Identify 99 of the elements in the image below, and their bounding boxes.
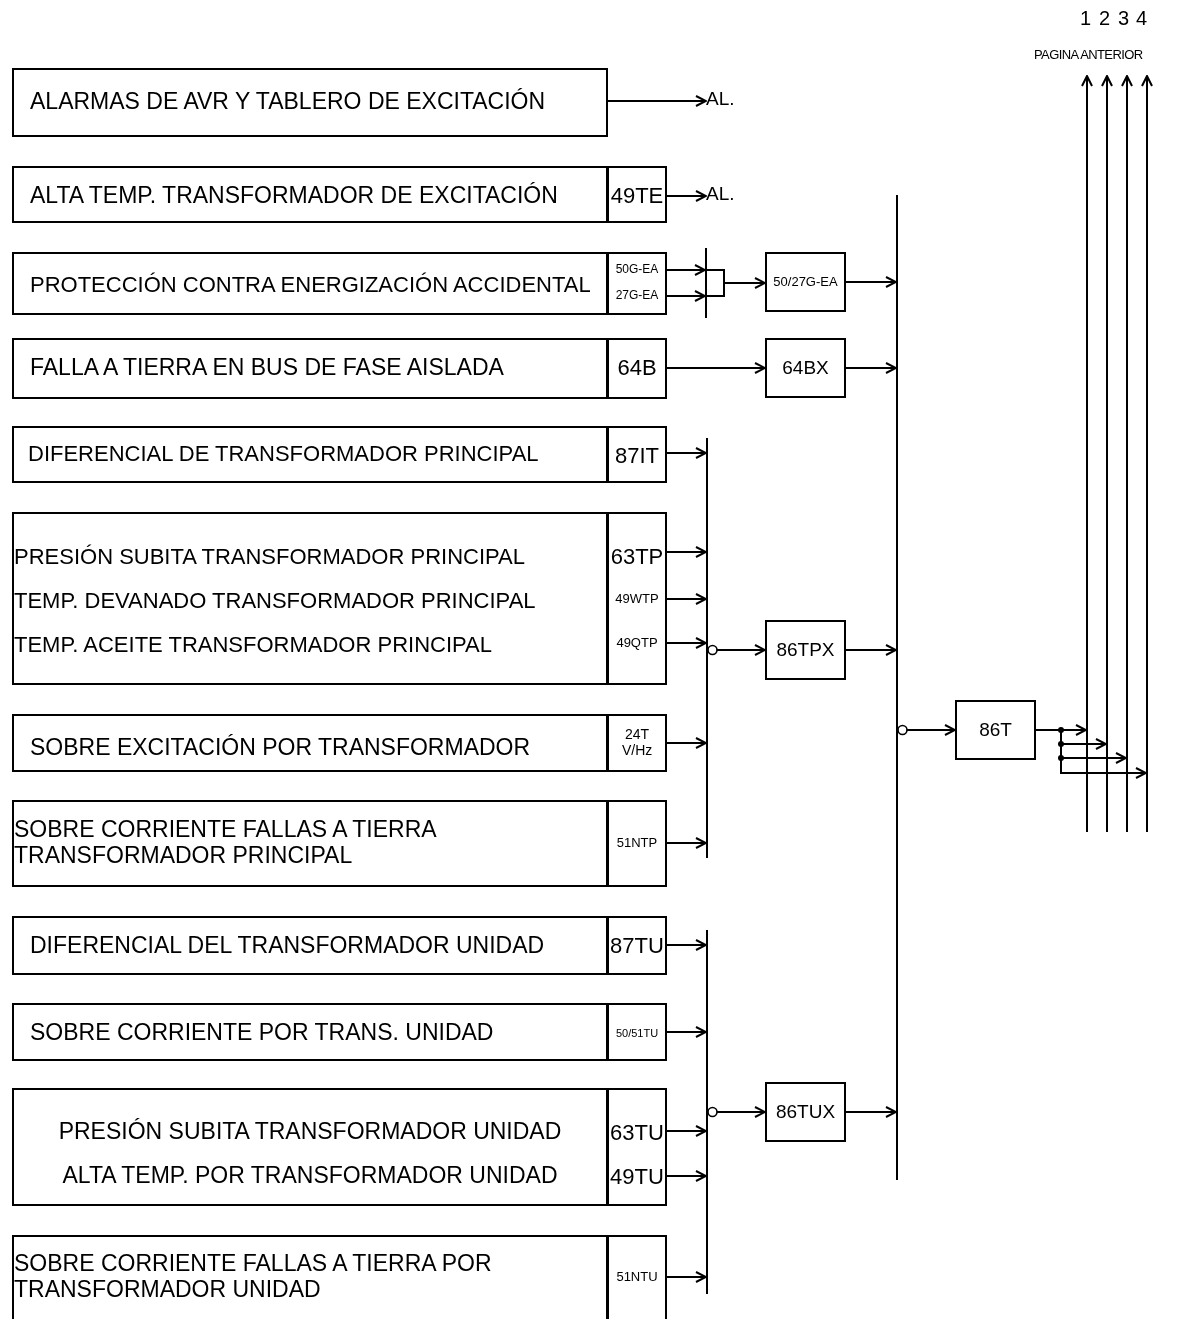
page-number: 3	[1118, 8, 1130, 28]
arrow	[666, 1125, 707, 1137]
protection-box	[12, 68, 608, 137]
arrow	[666, 593, 707, 605]
page-number: 1	[1080, 8, 1092, 28]
arrow	[666, 1170, 707, 1182]
arrow	[666, 837, 707, 849]
protection-box	[12, 1235, 608, 1319]
device-code: 51NTP	[615, 835, 659, 851]
device-code: 64B	[616, 355, 658, 381]
arrow	[666, 264, 706, 276]
relay-box	[765, 620, 846, 680]
device-code: 64BX	[781, 357, 830, 379]
page-number: 2	[1099, 8, 1111, 28]
device-code-box	[607, 1088, 667, 1206]
label-text: PROTECCIÓN CONTRA ENERGIZACIÓN ACCIDENTAL	[29, 272, 592, 298]
arrow	[666, 290, 706, 302]
label-text: ALARMAS DE AVR Y TABLERO DE EXCITACIÓN	[29, 89, 547, 115]
device-code-box	[607, 426, 667, 483]
protection-box	[12, 338, 608, 399]
arrow	[666, 362, 766, 374]
device-code: 50/27G-EA	[772, 274, 839, 290]
arrow	[666, 939, 707, 951]
device-code: 87IT	[614, 443, 660, 469]
device-code-box	[607, 338, 667, 399]
device-code: 51NTU	[615, 1269, 659, 1285]
device-code: 63TP	[609, 544, 665, 570]
label-text: ALTA TEMP. TRANSFORMADOR DE EXCITACIÓN	[29, 183, 559, 209]
label-text: SOBRE CORRIENTE POR TRANS. UNIDAD	[29, 1020, 495, 1046]
arrow	[845, 644, 897, 656]
label-text: PRESIÓN SUBITA TRANSFORMADOR PRINCIPAL	[14, 544, 526, 570]
label-text: PAGINA ANTERIOR	[1034, 47, 1144, 63]
arrow	[666, 546, 707, 558]
device-code: 50G-EA	[614, 263, 660, 277]
protection-box	[12, 714, 608, 772]
device-code: 24T V/Hz	[621, 727, 654, 759]
arrow	[1081, 75, 1093, 119]
device-code: 63TU	[609, 1120, 665, 1146]
relay-box	[765, 1082, 846, 1142]
arrow	[666, 1271, 707, 1283]
label-text: AL.	[706, 183, 736, 205]
label-text: DIFERENCIAL DEL TRANSFORMADOR UNIDAD	[29, 933, 546, 959]
device-code: 50/51TU	[614, 1026, 660, 1040]
device-code: 86TPX	[775, 639, 836, 661]
label-text: TEMP. DEVANADO TRANSFORMADOR PRINCIPAL	[14, 588, 537, 614]
relay-box	[955, 700, 1036, 760]
page-number: 4	[1136, 8, 1148, 28]
arrow	[1035, 729, 1147, 779]
device-code-box	[607, 1235, 667, 1319]
arrow	[706, 269, 766, 297]
label-text: TEMP. ACEITE TRANSFORMADOR PRINCIPAL	[14, 632, 493, 658]
protection-box	[12, 916, 608, 975]
label-text: PRESIÓN SUBITA TRANSFORMADOR UNIDAD	[57, 1119, 563, 1145]
protection-box	[12, 166, 608, 223]
relay-box	[765, 252, 846, 312]
device-code: 49WTP	[614, 591, 660, 607]
device-code-box	[607, 1003, 667, 1061]
device-code: 49QTP	[615, 635, 659, 651]
device-code: 87TU	[609, 933, 665, 959]
label-text: SOBRE CORRIENTE FALLAS A TIERRA TRANSFORMADOR PRINCIPAL	[14, 817, 437, 869]
arrow	[666, 1026, 707, 1038]
device-code-box	[607, 800, 667, 887]
relay-box	[765, 338, 846, 398]
protection-box	[12, 512, 608, 685]
label-text: ALTA TEMP. POR TRANSFORMADOR UNIDAD	[61, 1163, 559, 1189]
protection-box	[12, 800, 608, 887]
label-text: SOBRE EXCITACIÓN POR TRANSFORMADOR	[29, 735, 532, 761]
label-text: SOBRE CORRIENTE FALLAS A TIERRA POR TRANSFORMADOR UNIDAD	[14, 1251, 493, 1303]
device-code-box	[607, 166, 667, 223]
arrow	[845, 276, 897, 288]
arrow	[845, 362, 897, 374]
device-code-box	[607, 252, 667, 315]
protection-box	[12, 1003, 608, 1061]
arrow	[1101, 75, 1113, 119]
arrow	[666, 737, 707, 749]
device-code: 86T	[978, 719, 1013, 741]
arrow	[666, 637, 707, 649]
protection-box	[12, 252, 608, 315]
device-code-box	[607, 916, 667, 975]
arrow	[1141, 75, 1153, 119]
label-text: FALLA A TIERRA EN BUS DE FASE AISLADA	[29, 355, 505, 381]
device-code-box	[607, 512, 667, 685]
device-code-box	[607, 714, 667, 772]
label-text: AL.	[706, 88, 736, 110]
arrow	[1121, 75, 1133, 119]
protection-box	[12, 1088, 608, 1206]
arrow	[607, 95, 707, 107]
device-code: 86TUX	[774, 1101, 837, 1123]
device-code: 27G-EA	[614, 289, 660, 303]
arrow	[666, 190, 707, 202]
arrow	[845, 1106, 897, 1118]
arrow	[707, 644, 766, 656]
arrow	[897, 724, 956, 736]
arrow	[666, 447, 707, 459]
arrow	[707, 1106, 766, 1118]
device-code: 49TE	[609, 183, 665, 209]
device-code: 49TU	[609, 1164, 665, 1190]
label-text: DIFERENCIAL DE TRANSFORMADOR PRINCIPAL	[27, 441, 540, 467]
protection-box	[12, 426, 608, 483]
